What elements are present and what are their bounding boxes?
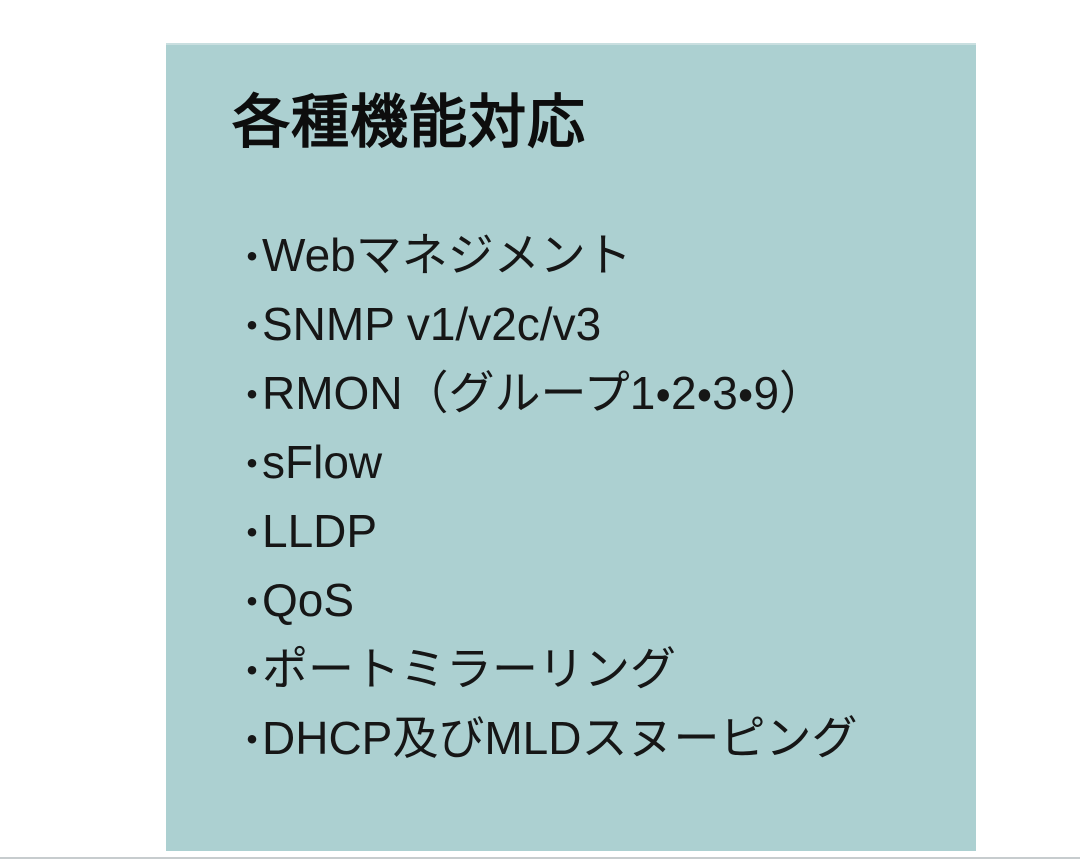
list-item: ・sFlow	[232, 429, 946, 498]
list-item: ・SNMP v1/v2c/v3	[232, 291, 946, 360]
feature-list: ・Webマネジメント ・SNMP v1/v2c/v3 ・RMON（グループ1・2…	[232, 222, 946, 774]
bullet-icon: ・	[232, 512, 272, 557]
list-item-label: Webマネジメント	[262, 229, 632, 282]
bullet-icon: ・	[232, 305, 272, 350]
bullet-icon: ・	[232, 443, 272, 488]
list-item-label: QoS	[262, 574, 355, 627]
list-item-label: ポートミラーリング	[262, 643, 676, 696]
list-item-label: SNMP v1/v2c/v3	[262, 298, 602, 351]
page-title: 各種機能対応	[232, 90, 587, 155]
list-item: ・LLDP	[232, 498, 946, 567]
list-item-label: DHCP及びMLDスヌーピング	[262, 712, 858, 765]
bullet-icon: ・	[232, 581, 272, 626]
list-item-label: RMON（グループ1・2・3・9）	[262, 367, 826, 420]
list-item: ・QoS	[232, 567, 946, 636]
bottom-divider	[0, 857, 1080, 859]
list-item-label: LLDP	[262, 505, 378, 558]
bullet-icon: ・	[232, 719, 272, 764]
bullet-icon: ・	[232, 650, 272, 695]
feature-panel: 各種機能対応 ・Webマネジメント ・SNMP v1/v2c/v3 ・RMON（…	[166, 43, 976, 851]
list-item: ・ポートミラーリング	[232, 636, 946, 705]
list-item: ・Webマネジメント	[232, 222, 946, 291]
bullet-icon: ・	[232, 236, 272, 281]
list-item: ・RMON（グループ1・2・3・9）	[232, 360, 946, 429]
bullet-icon: ・	[232, 374, 272, 419]
list-item-label: sFlow	[262, 436, 383, 489]
list-item: ・DHCP及びMLDスヌーピング	[232, 705, 946, 774]
